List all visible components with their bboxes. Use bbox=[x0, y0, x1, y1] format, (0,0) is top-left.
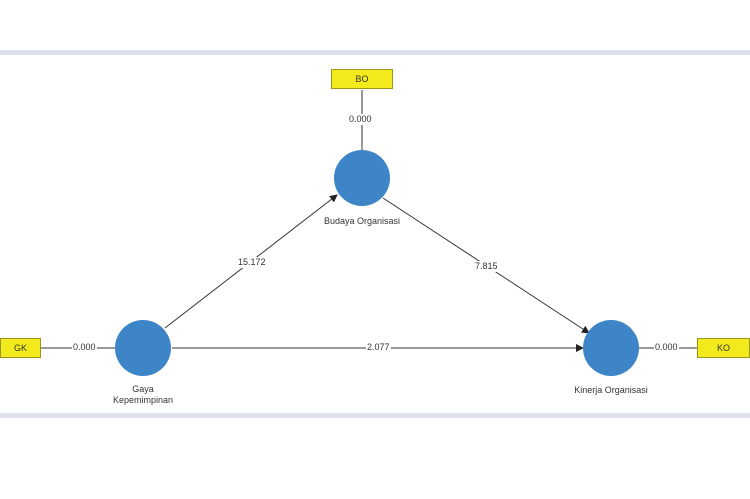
construct-gaya-kepemimpinan[interactable] bbox=[115, 320, 171, 376]
indicator-bo[interactable]: BO bbox=[331, 69, 393, 89]
path-value-budaya-kinerja: 7.815 bbox=[474, 261, 499, 272]
ko-loading-value: 0.000 bbox=[654, 342, 679, 353]
label-budaya-organisasi: Budaya Organisasi bbox=[323, 216, 401, 226]
label-kinerja-organisasi: Kinerja Organisasi bbox=[574, 385, 648, 395]
indicator-gk[interactable]: GK bbox=[0, 338, 41, 358]
label-gaya-line1: Gaya bbox=[132, 384, 154, 394]
path-value-gaya-budaya: 15.172 bbox=[237, 257, 267, 268]
bo-loading-value: 0.000 bbox=[348, 114, 373, 125]
label-gaya-kepemimpinan: Gaya Kepemimpinan bbox=[98, 384, 188, 406]
construct-budaya-organisasi[interactable] bbox=[334, 150, 390, 206]
label-gaya-line2: Kepemimpinan bbox=[112, 395, 174, 405]
indicator-ko[interactable]: KO bbox=[697, 338, 750, 358]
gk-loading-value: 0.000 bbox=[72, 342, 97, 353]
canvas-top-border bbox=[0, 50, 750, 55]
construct-kinerja-organisasi[interactable] bbox=[583, 320, 639, 376]
path-value-gaya-kinerja: 2.077 bbox=[366, 342, 391, 353]
canvas-bottom-border bbox=[0, 413, 750, 418]
